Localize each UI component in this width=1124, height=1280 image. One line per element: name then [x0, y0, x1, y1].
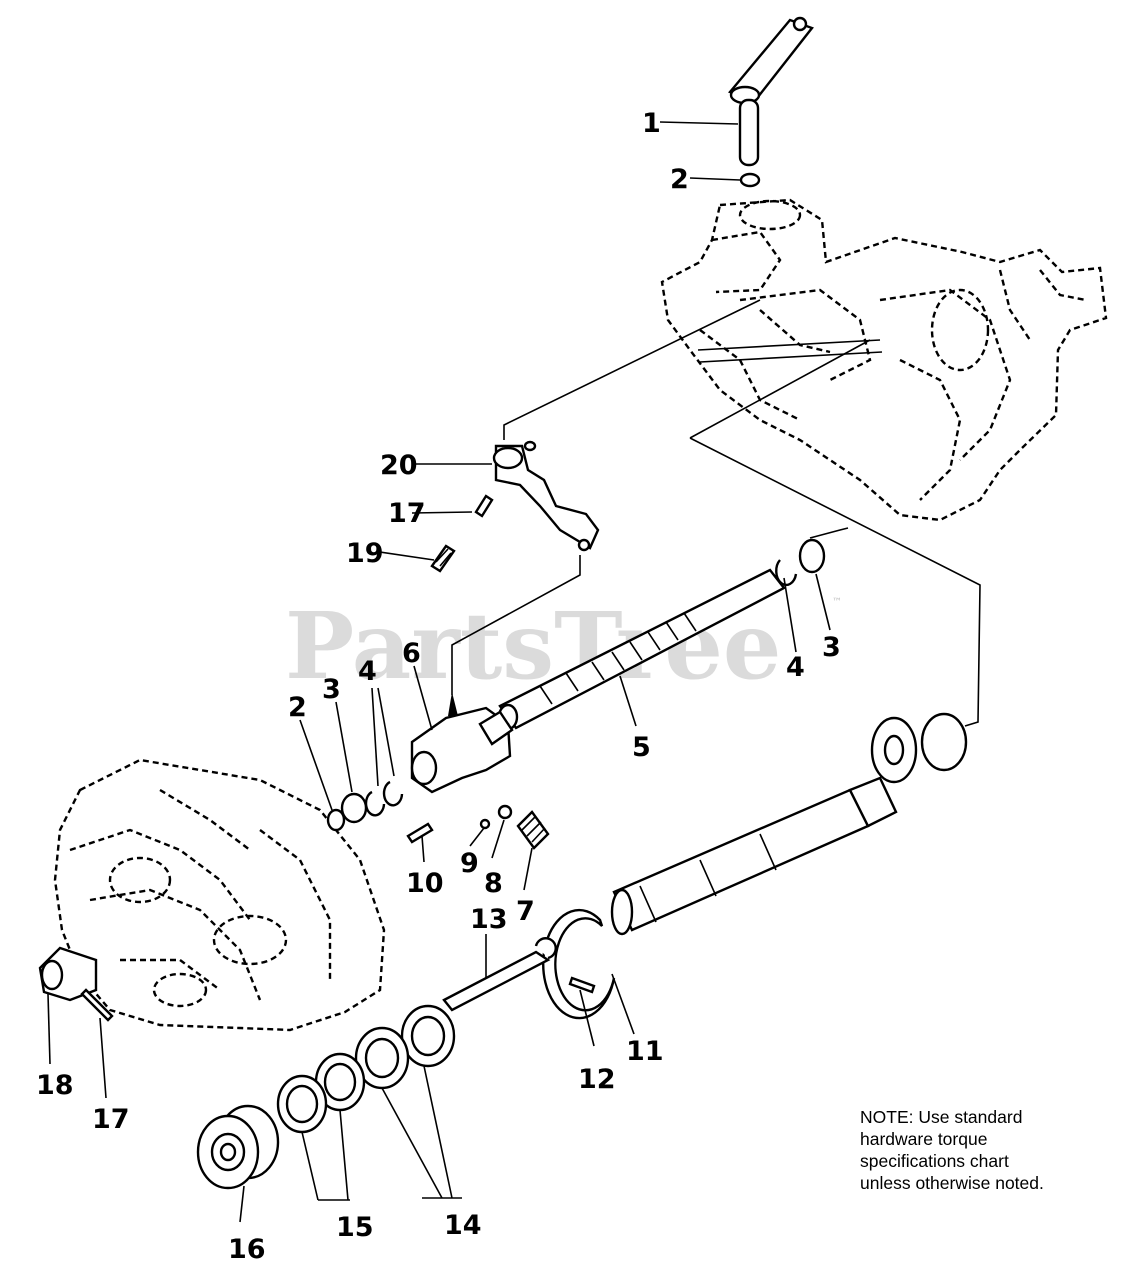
callout-18: 18	[36, 1070, 74, 1101]
callout-9: 9	[460, 848, 479, 879]
callout-14: 14	[444, 1210, 482, 1241]
part-3-washer-left	[340, 792, 368, 824]
part-4-snap-ring-left-b	[382, 780, 404, 807]
callout-13: 13	[470, 904, 508, 935]
output-shaft	[610, 776, 898, 936]
part-6-shift-fork	[410, 692, 514, 794]
bearing-seal-ring	[920, 712, 968, 772]
callout-10: 10	[406, 868, 444, 899]
part-11-snap-ring	[542, 908, 616, 1020]
part-17-roll-pin-lower	[80, 988, 114, 1022]
note-line-3: specifications chart	[860, 1151, 1009, 1171]
callout-4-right: 4	[786, 652, 805, 683]
callout-4-left: 4	[358, 656, 377, 687]
part-20-shift-arm	[492, 440, 600, 552]
part-3-washer-right	[798, 538, 826, 574]
part-17-roll-pin-upper	[474, 494, 494, 518]
callout-6: 6	[402, 638, 421, 669]
lower-housing-outline	[53, 758, 386, 1032]
watermark-trademark: ™	[832, 597, 842, 608]
part-19-spring-pin	[430, 544, 456, 573]
part-9-ball	[479, 818, 491, 830]
assembly-leader-lines	[451, 299, 981, 727]
callout-19: 19	[346, 538, 384, 569]
note-line-2: hardware torque	[860, 1129, 988, 1149]
callout-17-upper: 17	[388, 498, 426, 529]
part-8-detent	[497, 804, 513, 820]
callout-7: 7	[516, 896, 535, 927]
part-18-collar	[38, 946, 98, 1002]
part-4-snap-ring-left-a	[364, 790, 386, 817]
bearing-right	[870, 716, 918, 784]
part-15-washer-a-inner	[323, 1062, 357, 1102]
callout-leaders	[47, 121, 831, 1223]
callout-15: 15	[336, 1212, 374, 1243]
callout-5: 5	[632, 732, 651, 763]
callout-3-right: 3	[822, 632, 841, 663]
note-line-4: unless otherwise noted.	[860, 1173, 1044, 1193]
callout-11: 11	[626, 1036, 664, 1067]
part-12-pin	[568, 976, 596, 994]
callout-2-top: 2	[670, 164, 689, 195]
callout-3-left: 3	[322, 674, 341, 705]
callout-8: 8	[484, 868, 503, 899]
part-14-washer-a-inner	[410, 1015, 446, 1057]
part-16-hub	[196, 1104, 280, 1190]
callout-17-lower: 17	[92, 1104, 130, 1135]
torque-note: NOTE: Use standard hardware torque speci…	[860, 1106, 1110, 1194]
callout-20: 20	[380, 450, 418, 481]
part-2-o-ring-top	[739, 172, 761, 188]
part-7-spring	[516, 810, 550, 850]
callout-2-left: 2	[288, 692, 307, 723]
part-10-pin	[406, 822, 434, 844]
callout-16: 16	[228, 1234, 266, 1265]
note-line-1: NOTE: Use standard	[860, 1107, 1023, 1127]
part-4-snap-ring-right	[775, 559, 798, 587]
callout-12: 12	[578, 1064, 616, 1095]
part-1-lever-pin	[728, 16, 814, 167]
part-13-shift-lever	[442, 937, 557, 1012]
part-15-washer-b-inner	[285, 1084, 319, 1124]
part-14-washer-b-inner	[364, 1037, 400, 1079]
callout-1: 1	[642, 108, 661, 139]
upper-housing-outline	[660, 198, 1108, 522]
part-2-o-ring-left	[326, 808, 346, 832]
